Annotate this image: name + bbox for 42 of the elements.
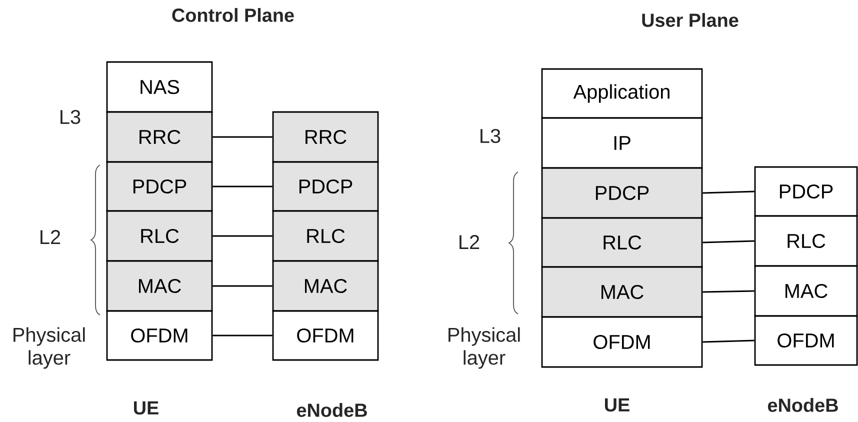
- layer-box: MAC: [272, 260, 379, 312]
- layer-label: L3: [480, 128, 500, 144]
- layer-box: OFDM: [106, 310, 213, 361]
- plane-title: Control Plane: [172, 8, 294, 22]
- connector-line: [702, 190, 754, 194]
- layer-box: RLC: [754, 215, 858, 267]
- layer-box: MAC: [106, 260, 213, 312]
- connector-line: [702, 340, 754, 343]
- layer-box: Application: [541, 68, 703, 119]
- connector-line: [212, 334, 272, 336]
- layer-label: L2: [460, 235, 480, 249]
- layer-label: L2: [40, 230, 60, 244]
- connector-line: [212, 235, 272, 237]
- layer-box: RRC: [106, 111, 213, 163]
- layer-box: IP: [541, 117, 703, 169]
- layer-label: L3: [60, 110, 80, 124]
- layer-box: PDCP: [272, 161, 379, 212]
- connector-line: [212, 285, 272, 287]
- layer-box: MAC: [541, 266, 703, 318]
- layer-box: PDCP: [754, 166, 858, 217]
- layer-box: RLC: [106, 210, 213, 262]
- entity-label: UE: [605, 398, 630, 412]
- connector-line: [702, 290, 754, 293]
- connector-line: [212, 136, 272, 138]
- plane-title: User Plane: [642, 13, 738, 27]
- layer-box: RRC: [272, 111, 379, 163]
- layer-label: Physical layer: [14, 327, 85, 369]
- layer-box: NAS: [106, 61, 213, 113]
- connector-line: [702, 240, 754, 244]
- connector-line: [212, 186, 272, 188]
- layer-box: OFDM: [272, 310, 379, 361]
- layer-box: RLC: [541, 217, 703, 268]
- layer-box: OFDM: [754, 315, 858, 366]
- layer-box: PDCP: [541, 167, 703, 219]
- layer-box: RLC: [272, 210, 379, 262]
- entity-label: eNodeB: [296, 403, 367, 417]
- entity-label: UE: [134, 401, 158, 415]
- layer-box: OFDM: [541, 316, 703, 368]
- layer-label: Physical layer: [448, 327, 520, 369]
- layer-box: PDCP: [106, 161, 213, 212]
- entity-label: eNodeB: [768, 398, 838, 412]
- layer-box: MAC: [754, 265, 858, 317]
